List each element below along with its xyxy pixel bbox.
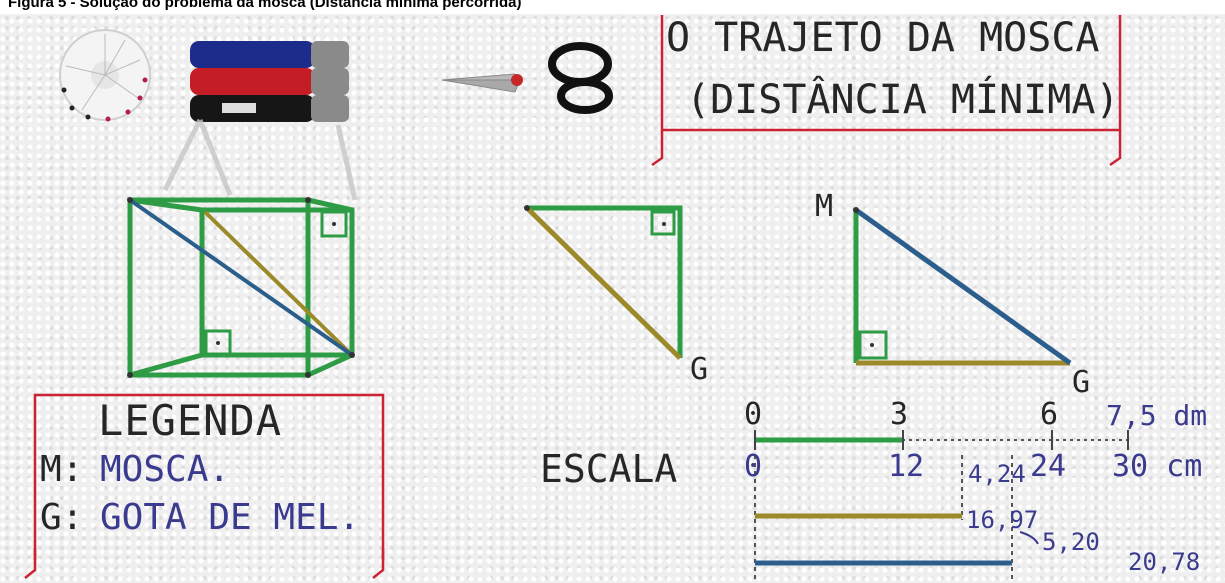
title-line-1: O TRAJETO DA MOSCA <box>666 15 1100 61</box>
legend-value-g: GOTA DE MEL. <box>100 497 361 538</box>
black-marker-icon <box>190 95 349 122</box>
legend-frame <box>24 393 385 579</box>
scale-lines <box>754 430 1129 583</box>
scale-mark-20-78: 20,78 <box>1128 548 1201 576</box>
point-label-g-2: G <box>1072 365 1092 400</box>
figure-3d-box <box>127 118 358 378</box>
caption-text: Figura 5 - Solução do problema da mosca … <box>8 0 522 11</box>
point-label-g-1: G <box>690 352 710 387</box>
dm-tick-0: 0 <box>744 397 764 432</box>
point-label-m: M <box>815 189 835 224</box>
legend-value-m: MOSCA. <box>100 449 231 490</box>
dm-tick-end: 7,5 dm <box>1106 399 1208 432</box>
scale-mark-16-97: 16,97 <box>966 506 1039 534</box>
cm-tick-end: 30 cm <box>1112 449 1203 484</box>
scissors-icon <box>441 42 613 114</box>
scale-mark-4-24: 4,24 <box>968 460 1026 488</box>
figure-caption: Figura 5 - Solução do problema da mosca … <box>0 0 1225 14</box>
legend-heading: LEGENDA <box>98 396 283 445</box>
cm-tick-12: 12 <box>888 449 925 484</box>
scale-mark-5-20: 5,20 <box>1042 528 1100 556</box>
figure-triangle-2 <box>853 207 1072 366</box>
dm-tick-3: 3 <box>890 397 910 432</box>
cm-tick-24: 24 <box>1030 449 1067 484</box>
pin-cushion-icon <box>59 29 151 122</box>
figure-triangle-1 <box>524 205 683 360</box>
dm-tick-6: 6 <box>1040 397 1060 432</box>
title-line-2: (DISTÂNCIA MÍNIMA) <box>686 77 1120 123</box>
red-marker-icon <box>190 68 349 95</box>
legend-key-g: G: <box>40 497 84 538</box>
cm-tick-0: 0 <box>744 449 764 484</box>
legend-key-m: M: <box>40 449 84 490</box>
title-frame <box>651 15 1122 167</box>
scale-label: ESCALA <box>540 447 678 491</box>
blue-marker-icon <box>190 41 349 68</box>
